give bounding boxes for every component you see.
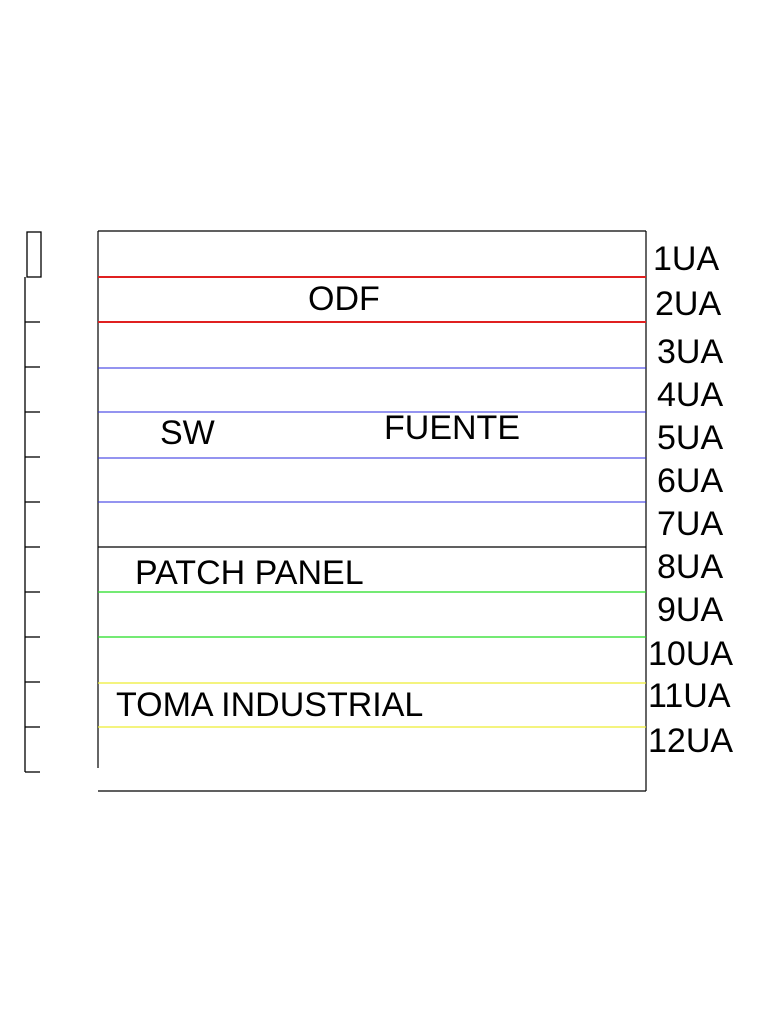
sw-lines (98, 367, 646, 503)
patch-panel-label: PATCH PANEL (135, 554, 364, 592)
unit-label-9: 9UA (657, 591, 723, 629)
unit-label-8: 8UA (657, 548, 723, 586)
toma-industrial-lines (98, 682, 646, 728)
ruler-top-block (26, 231, 42, 278)
unit-label-6: 6UA (657, 462, 723, 500)
unit-label-3: 3UA (657, 333, 723, 371)
unit-labels: 1UA 2UA 3UA 4UA 5UA 6UA 7UA 8UA 9UA 10UA… (648, 240, 733, 760)
odf-lines (98, 276, 646, 323)
unit-label-7: 7UA (657, 505, 723, 543)
equipment-labels: ODF SW FUENTE PATCH PANEL TOMA INDUSTRIA… (116, 280, 520, 724)
unit-label-5: 5UA (657, 419, 723, 457)
unit-label-11: 11UA (648, 677, 731, 715)
patch-panel-lines (98, 591, 646, 638)
odf-label: ODF (308, 280, 380, 318)
left-ruler (24, 231, 42, 773)
unit-label-2: 2UA (655, 285, 721, 323)
unit-label-4: 4UA (657, 376, 723, 414)
fuente-label: FUENTE (384, 409, 520, 447)
rack-frame (97, 230, 647, 792)
unit-label-10: 10UA (648, 635, 733, 673)
unit-label-12: 12UA (648, 722, 733, 760)
toma-industrial-label: TOMA INDUSTRIAL (116, 686, 423, 724)
unit-label-1: 1UA (653, 240, 719, 278)
sw-label: SW (160, 414, 215, 452)
